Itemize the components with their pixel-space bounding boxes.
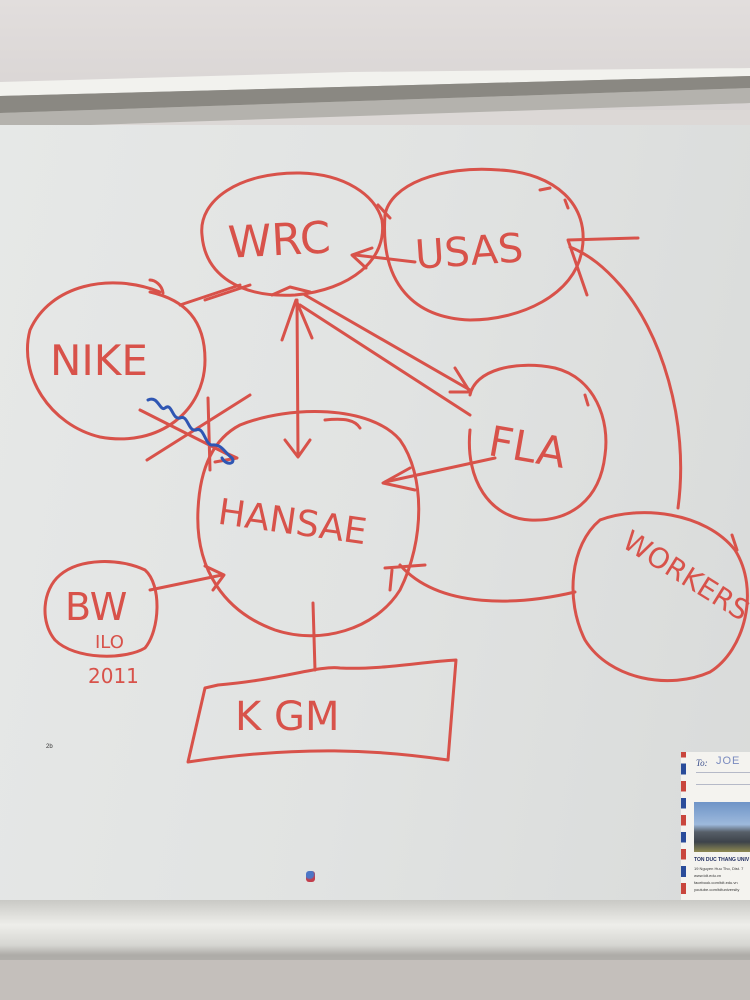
- bw-node-outline: [43, 560, 159, 658]
- node-label-bw: BW: [65, 585, 127, 629]
- node-label-hansae: HANSAE: [215, 492, 369, 553]
- node-label-wrc: WRC: [227, 212, 332, 268]
- postcard-line: [696, 784, 750, 785]
- kgm-node-outline: [186, 658, 458, 764]
- postcard-title: TON DUC THANG UNIV: [694, 857, 750, 863]
- magnet: [306, 871, 315, 882]
- hansae-node-outline: [196, 409, 421, 638]
- node-label-workers: WORKERS: [617, 524, 750, 627]
- usas-node-outline: [383, 167, 585, 322]
- nike-node-outline: [25, 281, 207, 441]
- postcard-recipient: JOE: [716, 755, 741, 767]
- wall-below: [0, 960, 750, 1000]
- node-label-nike: NIKE: [50, 336, 148, 385]
- wrc-node-outline: [200, 171, 385, 297]
- postcard-line: [696, 772, 750, 773]
- postcard-info-line: 19 Nguyen Huu Tho, Dist. 7: [694, 866, 744, 871]
- workers-node-outline: [571, 511, 749, 683]
- postcard: To: JOE TON DUC THANG UNIV 19 Nguyen Huu…: [681, 752, 750, 912]
- node-label-fla: FLA: [485, 416, 570, 478]
- node-note-year: 2011: [88, 664, 139, 688]
- whiteboard-top-frame: [0, 68, 750, 128]
- node-sublabel-ilo: ILO: [95, 632, 124, 653]
- postcard-info-line: facebook.com/tdt.edu.vn: [694, 880, 738, 885]
- fla-node-outline: [467, 363, 608, 522]
- postcard-info-line: www.tdt.edu.vn: [694, 873, 722, 878]
- postcard-info-line: youtube.com/tdtuniversity: [694, 887, 740, 892]
- node-label-kgm: K GM: [235, 694, 339, 740]
- node-label-usas: USAS: [414, 225, 525, 278]
- postcard-building-photo: [694, 802, 750, 852]
- blue-squiggle-annotation: [146, 397, 235, 465]
- postcard-to-label: To:: [696, 758, 708, 768]
- board-mark: 2b: [46, 744, 53, 750]
